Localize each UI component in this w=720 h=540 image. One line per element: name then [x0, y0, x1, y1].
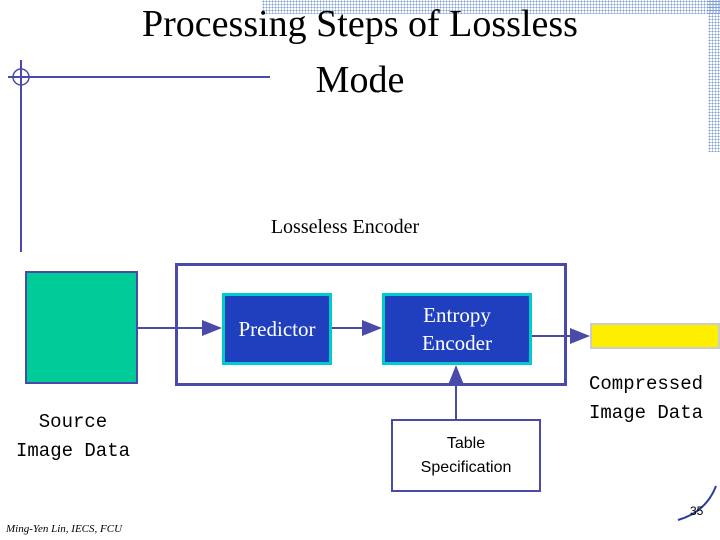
footer-author: Ming-Yen Lin, IECS, FCU — [6, 523, 123, 535]
compressed-caption-line-2: Image Data — [588, 402, 704, 424]
source-image-block — [25, 271, 138, 384]
table-label-line-1: Table — [446, 434, 486, 452]
predictor-label: Predictor — [238, 317, 316, 341]
page-title: Processing Steps of Lossless Mode — [60, 0, 660, 108]
predictor-block: Predictor — [222, 293, 332, 365]
source-caption: Source Image Data — [0, 408, 146, 466]
decorative-dot-band — [262, 0, 720, 14]
encoder-frame — [175, 263, 567, 386]
source-caption-line-1: Source — [38, 411, 108, 433]
source-caption-line-2: Image Data — [15, 440, 131, 462]
title-line-2: Mode — [315, 59, 405, 101]
decorative-dot-band-vertical — [708, 0, 720, 152]
page-curl-ornament — [677, 485, 717, 521]
entropy-encoder-block: Entropy Encoder — [382, 293, 532, 365]
entropy-label-line-2: Encoder — [422, 331, 492, 355]
page-number: 35 — [690, 504, 704, 518]
encoder-label: Losseless Encoder — [270, 216, 420, 238]
compressed-data-block — [590, 323, 720, 349]
compressed-caption-line-1: Compressed — [588, 373, 704, 395]
compressed-caption: Compressed Image Data — [572, 370, 720, 428]
table-label-line-2: Specification — [420, 458, 512, 476]
entropy-label-line-1: Entropy — [423, 303, 491, 327]
title-line-1: Processing Steps of Lossless — [142, 3, 578, 45]
table-specification-block: Table Specification — [391, 419, 541, 492]
